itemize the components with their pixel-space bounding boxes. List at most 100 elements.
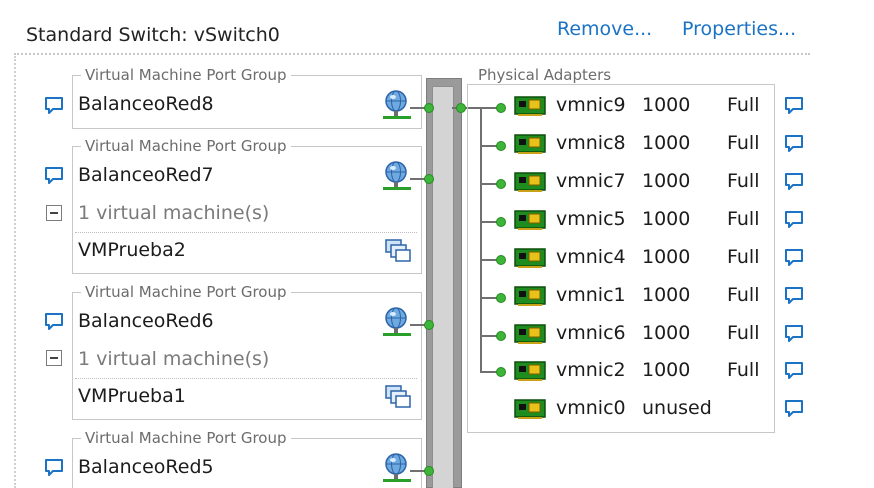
port-group-balanceored8: Virtual Machine Port Group BalanceoRed8 [72, 66, 422, 129]
connector-line [410, 470, 428, 472]
physical-adapters-panel [467, 84, 775, 433]
adapter-name[interactable]: vmnic6 [556, 322, 626, 344]
switch-title: Standard Switch: vSwitch0 [26, 24, 280, 46]
network-globe-icon [383, 307, 411, 336]
switch-bus-inner [432, 86, 454, 488]
speech-bubble-icon[interactable] [43, 165, 65, 187]
vm-count: 1 virtual machine(s) [78, 348, 270, 370]
network-globe-icon [383, 453, 411, 482]
network-card-icon[interactable] [514, 398, 546, 420]
branch-line [480, 107, 504, 109]
connector-dot [496, 179, 506, 189]
speech-bubble-icon[interactable] [43, 311, 65, 333]
adapter-speed: unused [642, 397, 712, 419]
speech-bubble-icon[interactable] [783, 360, 805, 382]
vm-name[interactable]: VMPrueba2 [78, 239, 186, 261]
speech-bubble-icon[interactable] [43, 457, 65, 479]
port-group-balanceored7: Virtual Machine Port Group BalanceoRed7 … [72, 137, 422, 274]
branch-line [480, 183, 504, 185]
network-card-icon[interactable] [514, 285, 546, 307]
adapter-speed: 1000 [642, 132, 691, 154]
network-card-icon[interactable] [514, 95, 546, 117]
branch-line [480, 145, 504, 147]
connector-dot [496, 255, 506, 265]
remove-link[interactable]: Remove... [557, 18, 653, 40]
branch-line [480, 259, 504, 261]
connector-line [410, 107, 428, 109]
connector-dot [496, 293, 506, 303]
properties-link[interactable]: Properties... [682, 18, 797, 40]
adapter-duplex: Full [727, 132, 760, 154]
adapter-name[interactable]: vmnic0 [556, 397, 626, 419]
row-divider [75, 378, 417, 379]
collapse-minus-icon[interactable] [46, 350, 62, 366]
speech-bubble-icon[interactable] [43, 95, 65, 117]
collapse-minus-icon[interactable] [46, 205, 62, 221]
branch-line [480, 371, 504, 373]
speech-bubble-icon[interactable] [783, 171, 805, 193]
adapter-name[interactable]: vmnic5 [556, 208, 626, 230]
connector-dot [496, 103, 506, 113]
network-card-icon[interactable] [514, 247, 546, 269]
adapter-name[interactable]: vmnic8 [556, 132, 626, 154]
connector-dot [424, 174, 434, 184]
connector-dot [496, 367, 506, 377]
connector-dot [496, 331, 506, 341]
speech-bubble-icon[interactable] [783, 398, 805, 420]
adapter-name[interactable]: vmnic4 [556, 246, 626, 268]
adapter-speed: 1000 [642, 246, 691, 268]
connector-dot [424, 320, 434, 330]
connector-dot [496, 217, 506, 227]
adapter-duplex: Full [727, 359, 760, 381]
adapter-name[interactable]: vmnic1 [556, 284, 626, 306]
virtual-machine-icon[interactable] [384, 238, 412, 264]
port-group-name[interactable]: BalanceoRed6 [78, 310, 214, 332]
physical-adapters-legend: Physical Adapters [474, 66, 616, 84]
adapter-speed: 1000 [642, 284, 691, 306]
vm-name[interactable]: VMPrueba1 [78, 385, 186, 407]
port-group-legend: Virtual Machine Port Group [81, 283, 291, 301]
adapter-duplex: Full [727, 170, 760, 192]
speech-bubble-icon[interactable] [783, 323, 805, 345]
connector-dot [456, 103, 466, 113]
adapter-name[interactable]: vmnic9 [556, 94, 626, 116]
adapter-speed: 1000 [642, 94, 691, 116]
connector-dot [424, 466, 434, 476]
speech-bubble-icon[interactable] [783, 209, 805, 231]
network-card-icon[interactable] [514, 133, 546, 155]
speech-bubble-icon[interactable] [783, 95, 805, 117]
port-group-name[interactable]: BalanceoRed7 [78, 164, 214, 186]
network-card-icon[interactable] [514, 171, 546, 193]
branch-line [480, 221, 504, 223]
network-card-icon[interactable] [514, 209, 546, 231]
network-globe-icon [383, 90, 411, 119]
port-group-legend: Virtual Machine Port Group [81, 137, 291, 155]
vm-count: 1 virtual machine(s) [78, 202, 270, 224]
port-group-balanceored5: Virtual Machine Port Group BalanceoRed5 [72, 429, 422, 488]
adapter-name[interactable]: vmnic2 [556, 359, 626, 381]
adapter-duplex: Full [727, 284, 760, 306]
network-card-icon[interactable] [514, 323, 546, 345]
speech-bubble-icon[interactable] [783, 247, 805, 269]
adapter-speed: 1000 [642, 208, 691, 230]
row-divider [75, 232, 417, 233]
adapter-speed: 1000 [642, 322, 691, 344]
speech-bubble-icon[interactable] [783, 133, 805, 155]
port-group-legend: Virtual Machine Port Group [81, 66, 291, 84]
speech-bubble-icon[interactable] [783, 285, 805, 307]
port-group-legend: Virtual Machine Port Group [81, 429, 291, 447]
branch-line [480, 297, 504, 299]
network-card-icon[interactable] [514, 360, 546, 382]
port-group-name[interactable]: BalanceoRed5 [78, 456, 214, 478]
virtual-machine-icon[interactable] [384, 384, 412, 410]
adapter-duplex: Full [727, 94, 760, 116]
adapter-name[interactable]: vmnic7 [556, 170, 626, 192]
left-divider [14, 56, 16, 488]
network-globe-icon [383, 161, 411, 190]
adapter-duplex: Full [727, 208, 760, 230]
adapter-duplex: Full [727, 246, 760, 268]
connector-line [410, 178, 428, 180]
port-group-name[interactable]: BalanceoRed8 [78, 93, 214, 115]
connector-dot [496, 141, 506, 151]
trunk-line [480, 107, 482, 372]
